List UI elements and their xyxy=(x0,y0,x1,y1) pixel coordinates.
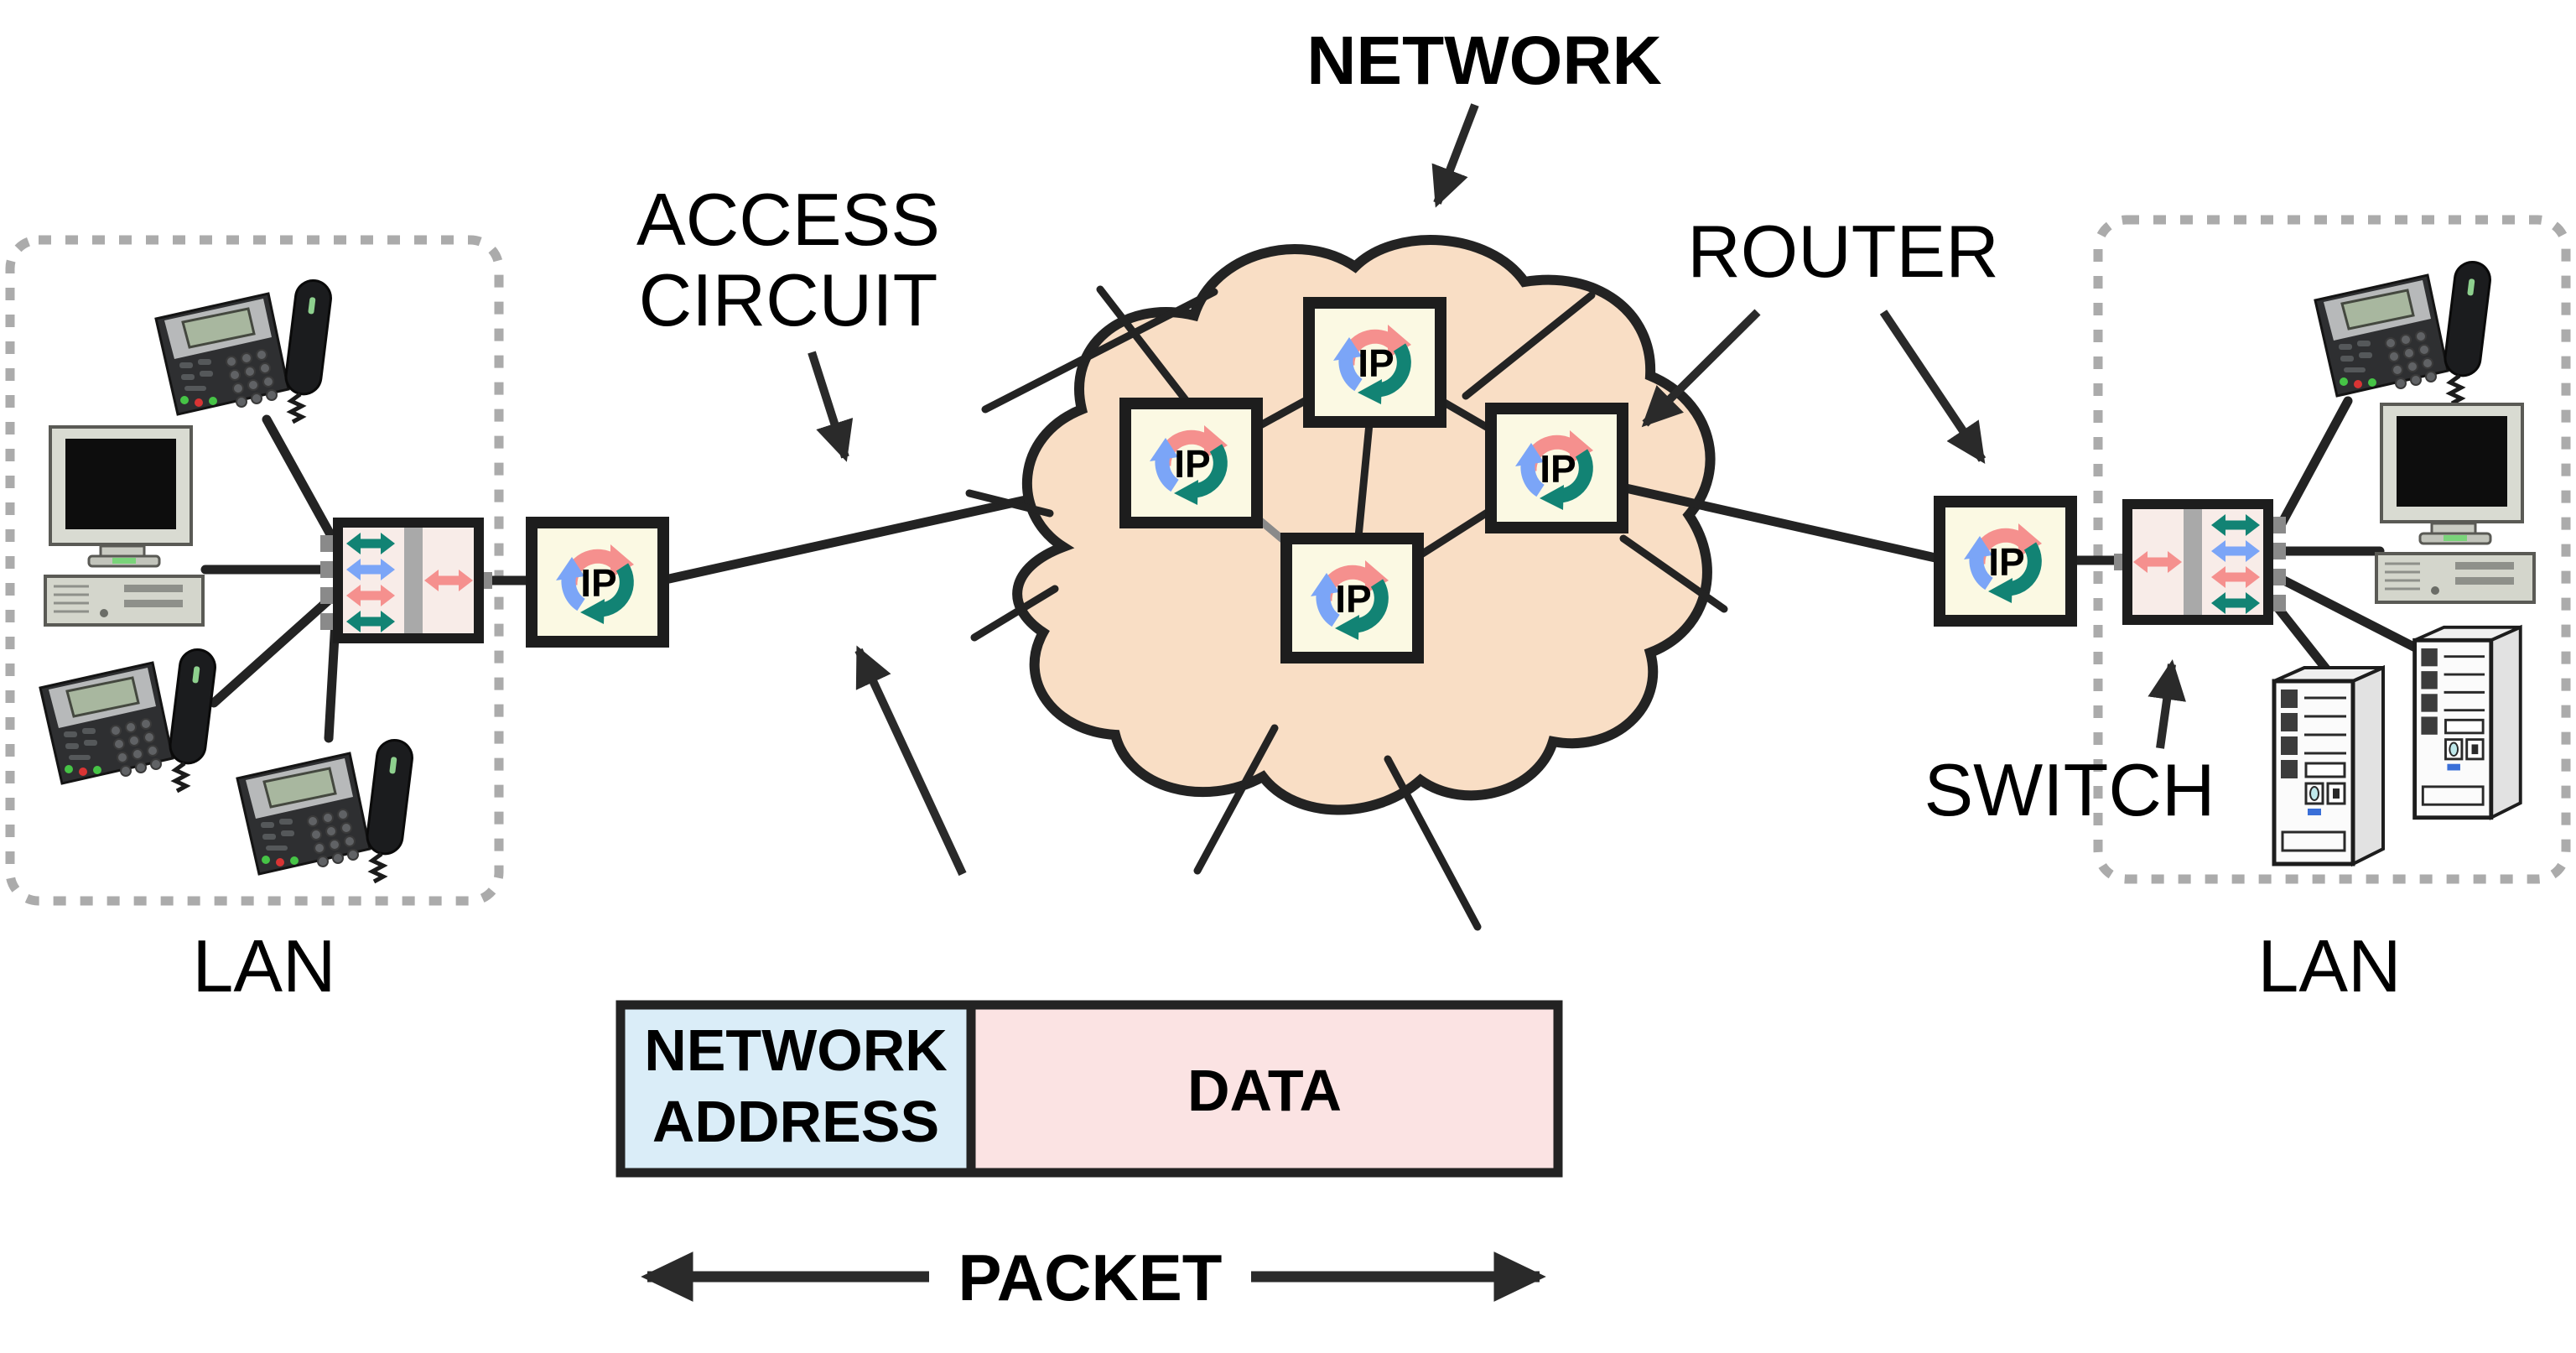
lan-right-boundary xyxy=(2093,215,2571,884)
access-circuit-label-line1: ACCESS xyxy=(636,178,940,261)
ip-phone-left-1 xyxy=(156,278,333,422)
packet-caption: PACKET xyxy=(958,1241,1223,1314)
lan-left-label: LAN xyxy=(192,924,335,1007)
packet-data-field xyxy=(971,1005,1558,1173)
switch-pointer-arrow xyxy=(2148,659,2186,749)
computer-left xyxy=(44,425,205,627)
packet-address-field xyxy=(621,1005,971,1173)
ip-router-cloud-right xyxy=(1491,409,1623,528)
packet-address-label-line1: NETWORK xyxy=(644,1017,948,1083)
cable-switch-phone-right xyxy=(2276,396,2353,530)
cable-phone1-switch xyxy=(262,414,340,549)
lan-right-label: LAN xyxy=(2257,924,2401,1007)
ip-phone-right xyxy=(2315,260,2492,403)
computer-right xyxy=(2375,403,2536,604)
ip-router-left xyxy=(532,523,663,642)
access-circuit-pointer-arrow xyxy=(808,351,854,462)
ip-router-cloud-bottom xyxy=(1286,539,1418,658)
ip-router-cloud-left xyxy=(1125,403,1257,523)
packet-address-label-line2: ADDRESS xyxy=(652,1089,939,1154)
access-circuit-line-right xyxy=(1613,481,1940,563)
server-right-1 xyxy=(2274,668,2383,864)
packet-outline xyxy=(615,1000,1563,1178)
packet-to-circuit-arrow xyxy=(854,645,967,877)
router-pointer-arrow-1 xyxy=(1641,309,1761,428)
access-circuit-label-line2: CIRCUIT xyxy=(639,258,938,341)
ip-phone-left-3 xyxy=(237,738,414,882)
cloud-stub-circuits xyxy=(965,285,1728,931)
ip-router-right xyxy=(1940,502,2071,621)
ip-router-cloud-top xyxy=(1309,303,1441,422)
network-pointer-arrow xyxy=(1431,103,1479,208)
packet-diagram: NETWORK ADDRESS DATA PACKET xyxy=(615,1000,1563,1314)
server-right-2 xyxy=(2415,627,2521,818)
lan-left-boundary xyxy=(5,235,504,906)
network-label: NETWORK xyxy=(1306,23,1662,99)
router-pointer-arrow-2 xyxy=(1879,310,1987,464)
cable-switch-server2 xyxy=(2272,572,2430,658)
packet-data-label: DATA xyxy=(1187,1058,1342,1123)
router-label: ROUTER xyxy=(1687,210,1999,293)
switch-right xyxy=(2114,504,2286,620)
switch-label: SWITCH xyxy=(1924,748,2215,831)
cable-phone2-switch xyxy=(209,591,339,708)
switch-left xyxy=(320,523,492,638)
ip-phone-left-2 xyxy=(40,648,217,791)
